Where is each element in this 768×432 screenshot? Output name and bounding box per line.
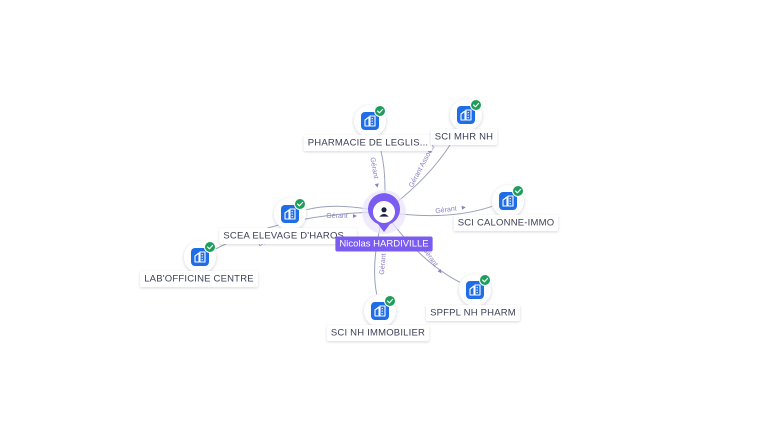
company-building-icon xyxy=(457,106,475,124)
company-label-sci-calonne-immo: SCI CALONNE-IMMO xyxy=(453,215,559,232)
company-building-icon xyxy=(361,112,379,130)
arrow-icon xyxy=(353,214,357,218)
company-building-icon xyxy=(466,281,484,299)
label-background xyxy=(430,129,498,146)
person-name-label: Nicolas HARDIVILLE xyxy=(335,236,433,252)
check-badge-icon xyxy=(294,198,306,210)
company-building-icon xyxy=(281,205,299,223)
edge-label-pharmacie-de-leglis: Gérant xyxy=(368,157,379,179)
arrow-icon xyxy=(437,268,442,274)
label-background xyxy=(303,135,433,152)
company-name: SPFPL NH PHARM xyxy=(430,308,516,319)
check-badge-icon xyxy=(470,99,482,111)
company-node-spfpl-nh-pharm[interactable]: SPFPL NH PHARM xyxy=(426,274,520,322)
company-name: SCI MHR NH xyxy=(435,132,493,143)
person-node[interactable]: Nicolas HARDIVILLE xyxy=(335,190,433,252)
check-badge-icon xyxy=(374,105,386,117)
label-background xyxy=(219,228,357,245)
arrow-icon xyxy=(461,205,466,210)
company-name: SCEA ELEVAGE D'HAROS... xyxy=(223,231,352,242)
company-node-pharmacie-de-leglis[interactable]: PHARMACIE DE LEGLIS... xyxy=(303,105,433,152)
check-badge-icon xyxy=(384,295,396,307)
nodes-layer: PHARMACIE DE LEGLIS... SCI MHR NH SCI CALO… xyxy=(140,99,559,342)
label-background xyxy=(140,271,258,288)
person-icon xyxy=(379,207,389,217)
company-node-sci-nh-immobilier[interactable]: SCI NH IMMOBILIER xyxy=(326,295,430,342)
company-building-icon xyxy=(371,302,389,320)
company-name: SCI NH IMMOBILIER xyxy=(331,328,425,339)
company-name: LAB'OFFICINE CENTRE xyxy=(144,274,254,285)
company-label-pharmacie-de-leglis: PHARMACIE DE LEGLIS... xyxy=(303,135,433,152)
company-node-lab-officine-centre[interactable]: LAB'OFFICINE CENTRE xyxy=(140,241,258,288)
center-layer: Nicolas HARDIVILLE xyxy=(335,190,433,252)
person-name-background xyxy=(335,236,433,252)
arrow-icon xyxy=(374,183,379,188)
check-badge-icon xyxy=(479,274,491,286)
company-node-sci-calonne-immo[interactable]: SCI CALONNE-IMMO xyxy=(453,185,559,232)
check-badge-icon xyxy=(512,185,524,197)
edge-label-sci-calonne-immo: Gérant xyxy=(435,205,457,215)
label-background xyxy=(453,215,559,232)
label-background xyxy=(326,325,430,342)
label-background xyxy=(426,305,520,322)
company-label-spfpl-nh-pharm: SPFPL NH PHARM xyxy=(426,305,520,322)
company-building-icon xyxy=(191,248,209,266)
company-name: SCI CALONNE-IMMO xyxy=(458,218,555,229)
company-label-lab-officine-centre: LAB'OFFICINE CENTRE xyxy=(140,271,258,288)
edge-label-scea-elevage-d-haros: Gérant xyxy=(326,213,347,220)
company-name: PHARMACIE DE LEGLIS... xyxy=(308,138,429,149)
company-label-scea-elevage-d-haros: SCEA ELEVAGE D'HAROS... xyxy=(219,228,357,245)
edge-label-sci-nh-immobilier: Gérant xyxy=(379,253,388,275)
company-label-sci-mhr-nh: SCI MHR NH xyxy=(430,129,498,146)
person-name: Nicolas HARDIVILLE xyxy=(339,239,428,250)
check-badge-icon xyxy=(204,241,216,253)
company-node-scea-elevage-d-haros[interactable]: SCEA ELEVAGE D'HAROS... xyxy=(219,198,357,245)
company-node-sci-mhr-nh[interactable]: SCI MHR NH xyxy=(430,99,498,146)
company-label-sci-nh-immobilier: SCI NH IMMOBILIER xyxy=(326,325,430,342)
company-building-icon xyxy=(499,192,517,210)
